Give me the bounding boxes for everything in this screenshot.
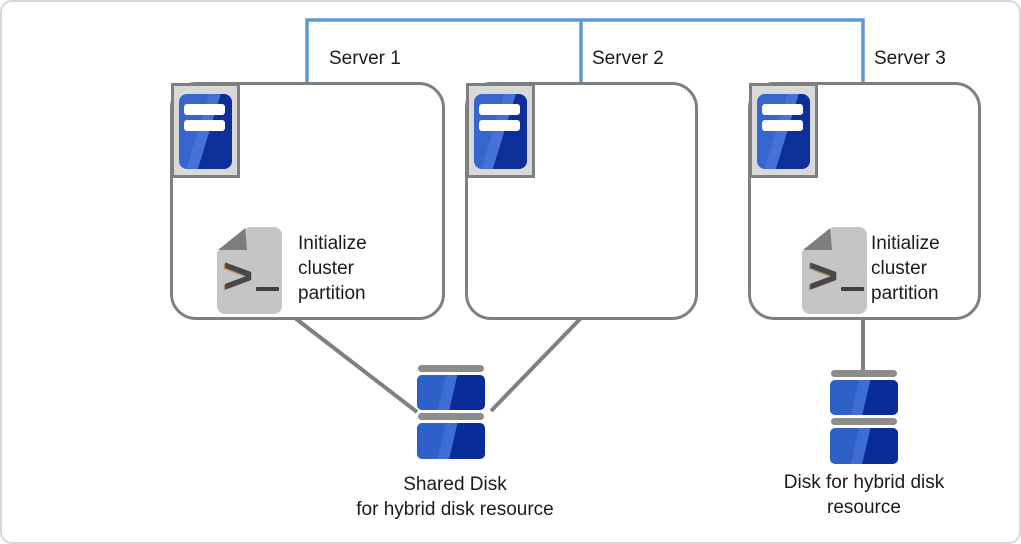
- server-tower: [474, 94, 527, 169]
- shared-disk-icon: [417, 365, 485, 459]
- hybrid-disk-icon: [830, 370, 898, 464]
- shared-disk-label: Shared Disk for hybrid disk resource: [356, 474, 554, 520]
- server3-label: Server 3: [874, 48, 946, 69]
- server-slot: [762, 120, 803, 131]
- prompt-glyph: >: [808, 248, 839, 304]
- server-tower: [179, 94, 232, 169]
- disk-platter: [417, 423, 485, 459]
- server-tower-icon: [466, 83, 535, 178]
- initialize-cluster-partition-caption: Initialize cluster partition: [871, 233, 940, 304]
- server1-box: > Initialize cluster partition: [170, 82, 445, 320]
- server-tower-icon: [749, 83, 818, 178]
- disk-platter: [417, 375, 485, 410]
- server-slot: [479, 120, 520, 131]
- script-file-icon: >: [217, 227, 282, 314]
- server-slot: [762, 104, 803, 115]
- network-link-line: [305, 18, 865, 82]
- prompt-underscore: [256, 287, 279, 291]
- connector-server1-shared-disk: [293, 316, 419, 414]
- disk-bar: [831, 370, 897, 377]
- server2-label: Server 2: [592, 48, 664, 69]
- server-tower: [757, 94, 810, 169]
- initialize-cluster-partition-caption: Initialize cluster partition: [298, 233, 367, 304]
- server2-box: [465, 82, 698, 320]
- disk-bar: [418, 413, 484, 420]
- disk-bar: [418, 365, 484, 372]
- server-slot: [184, 120, 225, 131]
- server3-box: > Initialize cluster partition: [748, 82, 981, 320]
- disk-platter: [830, 428, 898, 464]
- prompt-glyph: >: [223, 248, 254, 304]
- server1-label: Server 1: [329, 48, 401, 69]
- disk-platter: [830, 380, 898, 415]
- hybrid-disk-label: Disk for hybrid disk resource: [783, 472, 945, 518]
- prompt-underscore: [841, 287, 864, 291]
- disk-bar: [831, 418, 897, 425]
- server-tower-icon: [171, 83, 240, 178]
- server-slot: [184, 104, 225, 115]
- server-slot: [479, 104, 520, 115]
- connector-server2-shared-disk: [489, 316, 583, 413]
- script-file-icon: >: [802, 227, 867, 314]
